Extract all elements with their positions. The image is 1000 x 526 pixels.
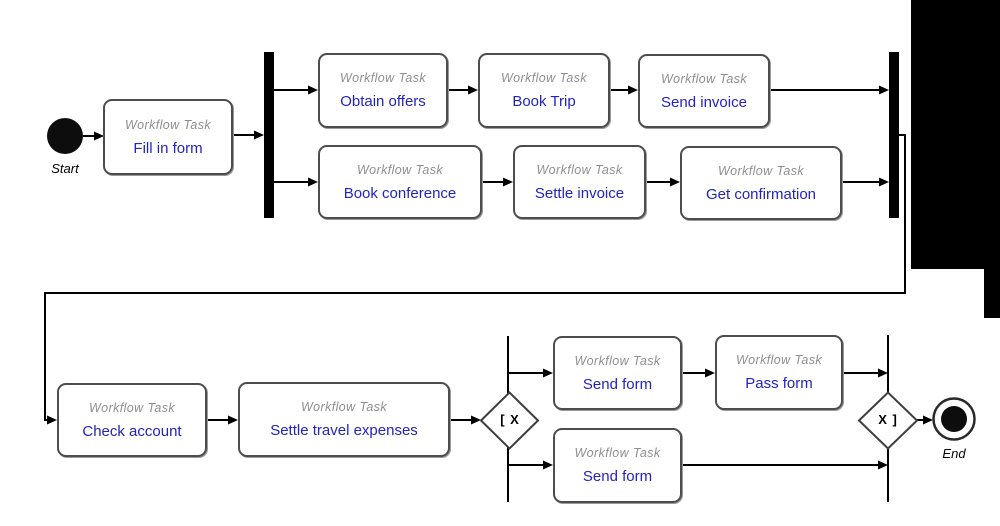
- task-type-label: Workflow Task: [124, 117, 211, 132]
- task-send-invoice[interactable]: Workflow Task Send invoice: [638, 54, 770, 128]
- task-name-label: Obtain offers: [340, 93, 426, 110]
- edge-send-invoice-to-join: [770, 85, 889, 95]
- screen-artifact-small: [984, 269, 1000, 318]
- task-name-label: Pass form: [745, 375, 813, 392]
- merge-gateway[interactable]: [857, 391, 919, 450]
- edge-check-account-to-settle-travel-expenses: [207, 415, 238, 425]
- task-send-form-lower[interactable]: Workflow Task Send form: [553, 428, 682, 503]
- task-name-label: Settle invoice: [534, 184, 625, 202]
- merge-gateway-label: X ]: [878, 412, 898, 427]
- edge-book-trip-to-send-invoice: [610, 85, 638, 95]
- task-name-label: Get confirmation: [705, 185, 817, 203]
- task-name-label: Send form: [582, 468, 653, 485]
- task-pass-form[interactable]: Workflow Task Pass form: [715, 335, 843, 410]
- task-name-label: Book conference: [343, 184, 457, 202]
- task-type-label: Workflow Task: [339, 71, 426, 85]
- task-settle-invoice[interactable]: Workflow Task Settle invoice: [513, 145, 646, 219]
- start-node-label: Start: [51, 161, 79, 176]
- edge-get-confirmation-to-join: [842, 177, 889, 187]
- split-gateway[interactable]: [479, 391, 540, 450]
- edge-settle-travel-expenses-to-split: [450, 415, 481, 425]
- edge-fill-in-form-to-fork: [233, 130, 264, 140]
- join-bar[interactable]: [889, 52, 899, 218]
- task-type-label: Workflow Task: [660, 71, 747, 86]
- task-check-account[interactable]: Workflow Task Check account: [57, 383, 207, 457]
- end-node-label: End: [942, 446, 966, 461]
- edge-fork-to-obtain-offers: [274, 85, 318, 95]
- task-get-confirmation[interactable]: Workflow Task Get confirmation: [680, 146, 842, 220]
- task-type-label: Workflow Task: [574, 446, 661, 460]
- task-name-label: Check account: [82, 422, 182, 440]
- screen-artifact-large: [911, 0, 1000, 269]
- task-name-label: Send invoice: [661, 93, 747, 111]
- edge-split-to-send-form-lower: [508, 460, 553, 470]
- edge-send-form-lower-to-merge: [682, 460, 888, 470]
- edge-send-form-upper-to-pass-form: [682, 368, 715, 378]
- task-type-label: Workflow Task: [300, 400, 387, 414]
- task-settle-travel-expenses[interactable]: Workflow Task Settle travel expenses: [238, 382, 450, 457]
- start-node[interactable]: [47, 118, 83, 154]
- fork-bar[interactable]: [264, 52, 274, 218]
- task-name-label: Book Trip: [512, 93, 576, 110]
- task-book-trip[interactable]: Workflow Task Book Trip: [478, 53, 610, 128]
- edge-fork-to-book-conference: [274, 177, 318, 187]
- task-type-label: Workflow Task: [574, 353, 661, 368]
- split-gateway-label: [ X: [500, 412, 520, 427]
- task-fill-in-form[interactable]: Workflow Task Fill in form: [103, 99, 233, 175]
- task-send-form-upper[interactable]: Workflow Task Send form: [553, 336, 682, 410]
- task-name-label: Fill in form: [133, 139, 203, 157]
- edge-pass-form-to-merge: [843, 368, 888, 378]
- task-type-label: Workflow Task: [500, 71, 587, 85]
- task-type-label: Workflow Task: [717, 163, 804, 178]
- task-type-label: Workflow Task: [356, 162, 443, 177]
- task-type-label: Workflow Task: [88, 400, 175, 415]
- end-node[interactable]: [932, 397, 976, 441]
- edge-split-to-send-form-upper: [508, 368, 553, 378]
- task-obtain-offers[interactable]: Workflow Task Obtain offers: [318, 53, 448, 128]
- edge-obtain-offers-to-book-trip: [448, 85, 478, 95]
- edge-book-conference-to-settle-invoice: [482, 177, 513, 187]
- task-type-label: Workflow Task: [735, 353, 822, 367]
- edge-join-to-check-account: [44, 134, 906, 425]
- edge-start-to-fill-in-form: [83, 131, 104, 141]
- edge-settle-invoice-to-get-confirmation: [646, 177, 680, 187]
- edge-merge-to-end: [917, 415, 933, 425]
- task-name-label: Settle travel expenses: [270, 422, 418, 439]
- task-type-label: Workflow Task: [536, 162, 623, 177]
- task-book-conference[interactable]: Workflow Task Book conference: [318, 145, 482, 219]
- task-name-label: Send form: [582, 375, 653, 393]
